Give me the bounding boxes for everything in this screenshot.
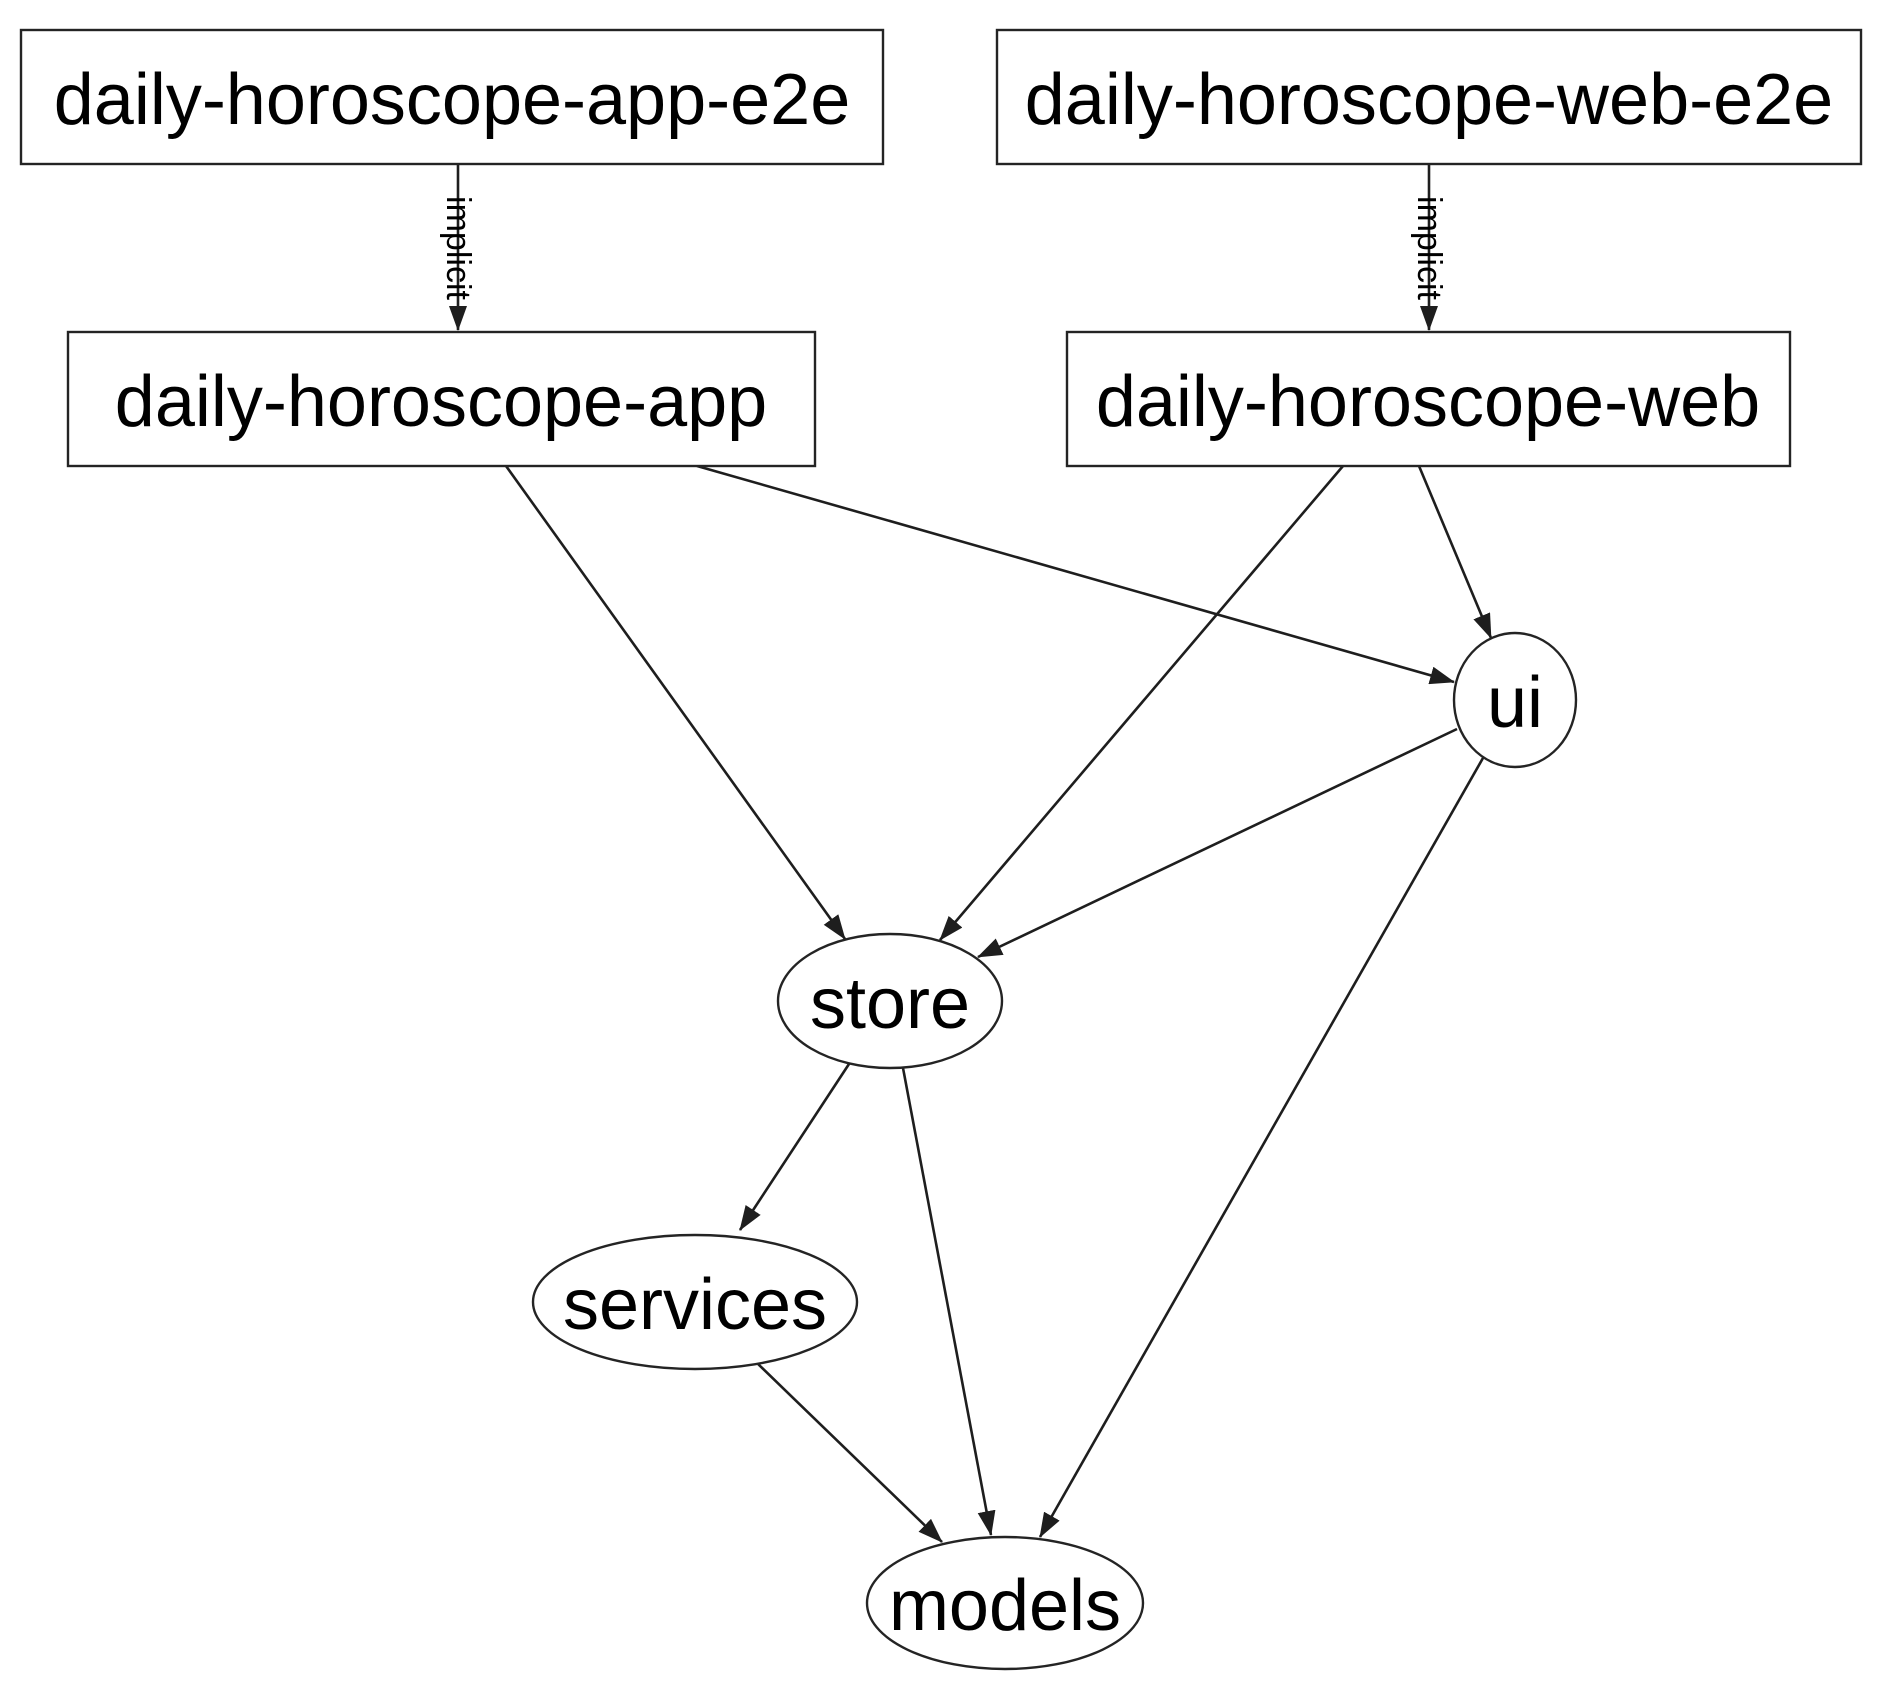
node-ui-label: ui (1487, 663, 1543, 743)
node-store-ellipse[interactable] (776, 932, 1004, 1070)
edges-layer (449, 164, 1493, 1543)
node-models-label: models (889, 1566, 1121, 1646)
node-daily-horoscope-web-e2e-label: daily-horoscope-web-e2e (1025, 60, 1833, 140)
edge-label-implicit-app: implicit (439, 196, 477, 300)
node-daily-horoscope-web-box[interactable] (1065, 330, 1792, 468)
node-daily-horoscope-app-e2e-box[interactable] (19, 28, 885, 166)
edge-app-to-store (504, 465, 847, 940)
node-daily-horoscope-app-label: daily-horoscope-app (115, 362, 767, 442)
node-daily-horoscope-web-label: daily-horoscope-web (1096, 362, 1760, 442)
node-daily-horoscope-web-e2e-box[interactable] (995, 28, 1863, 166)
edge-ui-to-models (1038, 757, 1485, 1538)
node-store: store (776, 932, 1004, 1070)
nodes-layer: daily-horoscope-app-e2e daily-horoscope-… (19, 28, 1863, 1671)
edge-store-to-services (738, 1063, 851, 1231)
node-daily-horoscope-web-e2e: daily-horoscope-web-e2e (995, 28, 1863, 166)
node-daily-horoscope-web: daily-horoscope-web (1065, 330, 1792, 468)
edge-services-to-models (757, 1363, 943, 1543)
edge-labels-layer: implicit implicit (439, 196, 1448, 300)
node-daily-horoscope-app: daily-horoscope-app (66, 330, 817, 468)
node-models: models (865, 1535, 1145, 1671)
node-services-ellipse[interactable] (531, 1233, 859, 1371)
edge-store-to-models (901, 1067, 996, 1536)
node-store-label: store (810, 964, 970, 1044)
edge-app-to-ui (696, 464, 1455, 685)
edge-web-to-ui (1417, 465, 1493, 639)
node-daily-horoscope-app-box[interactable] (66, 330, 817, 468)
node-models-ellipse[interactable] (865, 1535, 1145, 1671)
node-services: services (531, 1233, 859, 1371)
node-ui-ellipse[interactable] (1452, 631, 1578, 769)
edge-label-implicit-web: implicit (1410, 196, 1448, 300)
node-services-label: services (563, 1265, 827, 1345)
edge-ui-to-store (977, 727, 1458, 959)
edge-web-to-store (939, 465, 1344, 941)
node-ui: ui (1452, 631, 1578, 769)
node-daily-horoscope-app-e2e-label: daily-horoscope-app-e2e (54, 60, 851, 140)
node-daily-horoscope-app-e2e: daily-horoscope-app-e2e (19, 28, 885, 166)
